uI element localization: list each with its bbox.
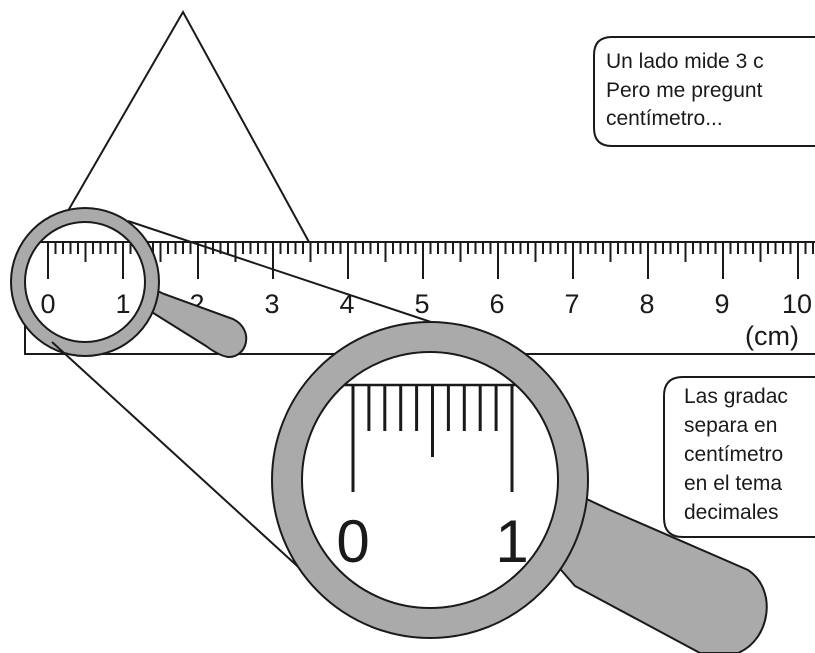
ruler-number-7: 7 (564, 289, 579, 319)
bubble-top-line-1: Un lado mide 3 c (606, 50, 764, 73)
ruler-number-5: 5 (414, 289, 429, 319)
small-magnifier-lens (11, 208, 159, 356)
zoom-line-upper (127, 220, 477, 338)
ruler-number-8: 8 (639, 289, 654, 319)
small-lens-number-0: 0 (40, 289, 55, 319)
bubble-bottom-line-5: decimales (684, 501, 779, 524)
small-lens-number-1: 1 (115, 289, 130, 319)
magnified-number-0: 0 (336, 508, 369, 575)
ruler-number-10: 10 (782, 289, 812, 319)
ruler-number-9: 9 (714, 289, 729, 319)
small-magnifier-handle (132, 281, 248, 359)
speech-bubble-top (593, 36, 815, 147)
speech-bubble-bottom (663, 376, 815, 538)
bubble-bottom-line-2: separa en (684, 414, 777, 437)
large-magnifier-lens (272, 322, 588, 638)
magnified-number-1: 1 (495, 508, 528, 575)
ruler-number-3: 3 (264, 289, 279, 319)
bubble-top-text: Un lado mide 3 c Pero me pregunt centíme… (606, 50, 769, 130)
bubble-bottom-line-1: Las gradac (684, 385, 788, 408)
bubble-top-line-2: Pero me pregunt (606, 79, 763, 102)
triangle (49, 9, 310, 243)
bubble-bottom-text: Las gradac separa en centímetro en el te… (684, 385, 794, 524)
ruler-number-4: 4 (339, 289, 354, 319)
ruler-number-6: 6 (489, 289, 504, 319)
bubble-bottom-line-4: en el tema (684, 472, 782, 495)
ruler-unit-label: (cm) (745, 321, 799, 351)
zoom-line-lower (51, 341, 319, 586)
bubble-bottom-line-3: centímetro (684, 443, 783, 466)
bubble-top-line-3: centímetro... (606, 107, 723, 130)
magnified-ticks (351, 385, 514, 492)
